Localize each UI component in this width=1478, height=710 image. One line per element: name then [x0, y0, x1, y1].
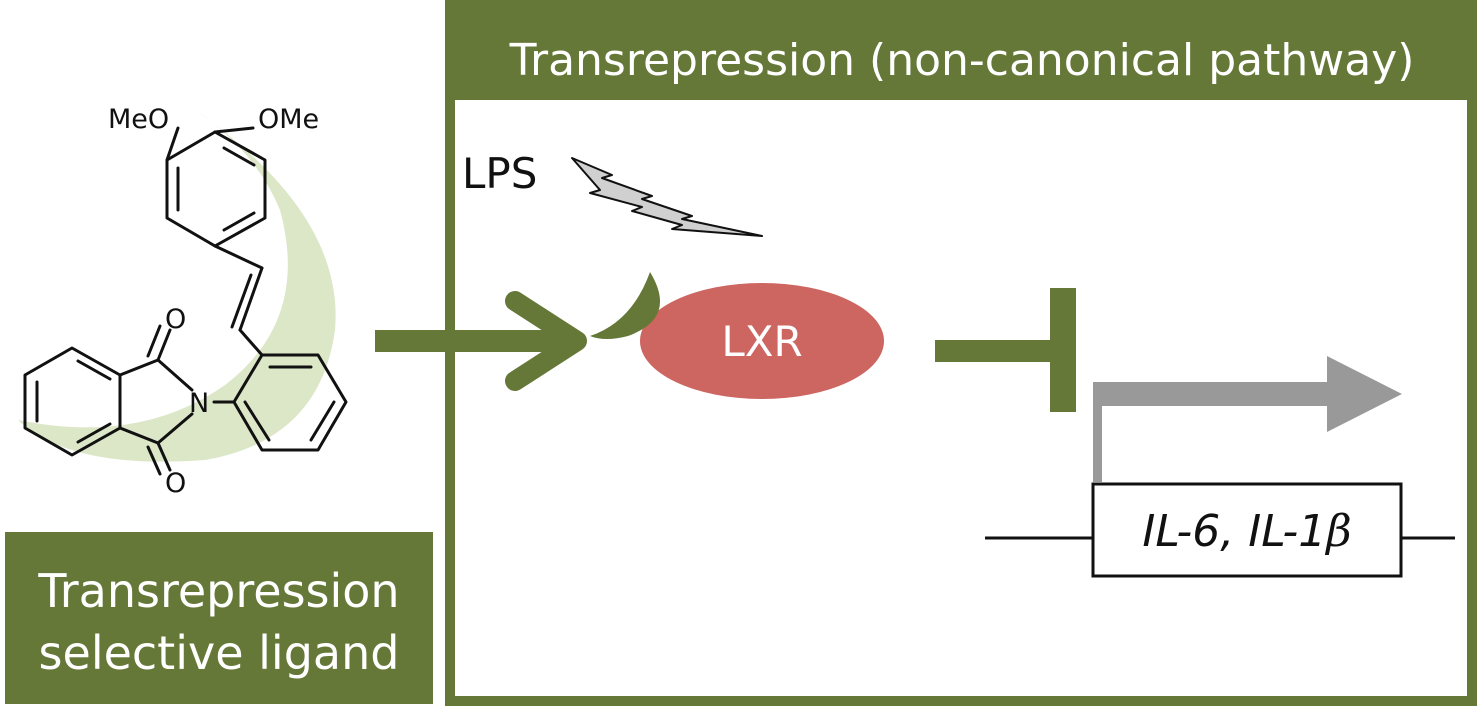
- atom-label-oxygen-bottom: O: [165, 468, 186, 499]
- atom-label-meo: MeO: [108, 104, 169, 135]
- ligand-caption-box: Transrepression selective ligand: [5, 532, 433, 704]
- ligand-structure: MeO OMe O N O: [18, 104, 348, 499]
- transcription-arrow: [1093, 356, 1402, 482]
- atom-label-oxygen-top: O: [165, 304, 186, 335]
- ligand-caption-line2: selective ligand: [39, 626, 400, 680]
- gene-box: [1091, 482, 1403, 578]
- ligand-shadow-crescent: [18, 110, 336, 462]
- lxr-receptor: [640, 283, 884, 399]
- atom-label-ome: OMe: [258, 104, 319, 135]
- ligand-caption-line1: Transrepression: [37, 564, 399, 618]
- gene-label-prefix: IL-6, IL-1: [1142, 506, 1326, 557]
- gene-label-beta: β: [1324, 506, 1351, 557]
- bound-ligand-crescent: [590, 272, 661, 339]
- lps-label: LPS: [462, 149, 537, 198]
- pathway-title-bar: [445, 0, 1477, 100]
- inhibition-bar: [935, 288, 1076, 412]
- gene-label: IL-6, IL-1β: [1142, 506, 1351, 557]
- benzo-ring: [23, 346, 122, 457]
- atom-label-nitrogen: N: [189, 388, 209, 419]
- activation-arrow: [375, 291, 587, 391]
- pathway-panel: Transrepression (non-canonical pathway): [445, 0, 1477, 706]
- lps-lightning-icon: [571, 157, 763, 237]
- dimethoxyphenyl-ring: [165, 130, 267, 248]
- pathway-title: Transrepression (non-canonical pathway): [509, 35, 1415, 86]
- lxr-label: LXR: [721, 317, 802, 366]
